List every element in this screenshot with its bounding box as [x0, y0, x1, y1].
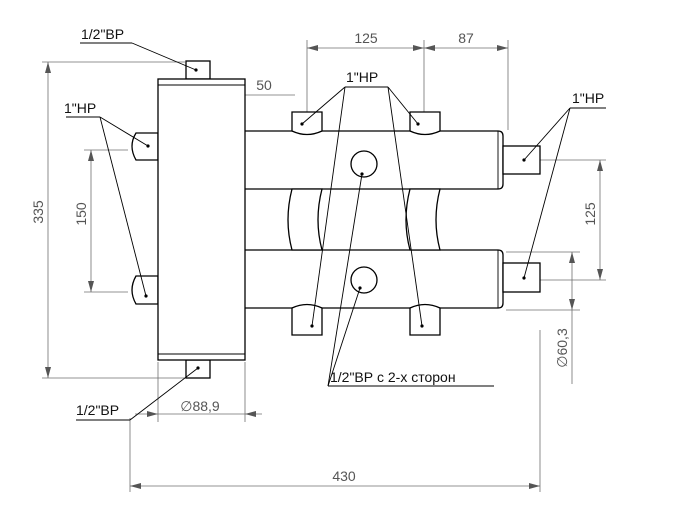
dim-430: 430 — [332, 468, 356, 484]
label-left-one-inch: 1"НР — [64, 100, 96, 116]
connector-left — [287, 188, 323, 251]
right-port-upper — [502, 145, 541, 175]
dim-diameter-60-3: ∅60,3 — [554, 328, 570, 368]
top-nozzle — [185, 60, 211, 80]
dim-diameter-88-9: ∅88,9 — [180, 398, 220, 414]
label-both-sides: 1/2"ВР с 2-х сторон — [330, 369, 456, 385]
half-inch-opening-upper — [350, 150, 378, 178]
label-top-half-inch: 1/2"ВР — [81, 26, 124, 42]
dim-125-top: 125 — [354, 30, 378, 46]
top-port-left — [291, 111, 323, 136]
dim-335: 335 — [30, 200, 46, 224]
bottom-port-right — [409, 303, 441, 336]
left-port-upper — [131, 132, 159, 161]
dim-125-right: 125 — [582, 202, 598, 226]
right-port-lower — [502, 262, 541, 293]
label-right-one-inch: 1"НР — [572, 90, 604, 106]
dim-150: 150 — [73, 202, 89, 226]
separator-body — [131, 60, 541, 379]
separator-cylinder — [157, 78, 246, 361]
half-inch-opening-lower — [350, 266, 378, 294]
top-port-right — [409, 111, 441, 136]
dim-50: 50 — [256, 77, 272, 93]
label-bottom-half-inch: 1/2"ВР — [76, 402, 119, 418]
dimension-lines — [42, 40, 606, 492]
label-top-one-inch: 1"НР — [346, 69, 378, 85]
dim-87: 87 — [458, 30, 474, 46]
bottom-port-left — [291, 303, 323, 336]
leader-lines — [66, 42, 606, 421]
left-port-lower — [131, 275, 159, 305]
connector-right — [405, 188, 441, 251]
